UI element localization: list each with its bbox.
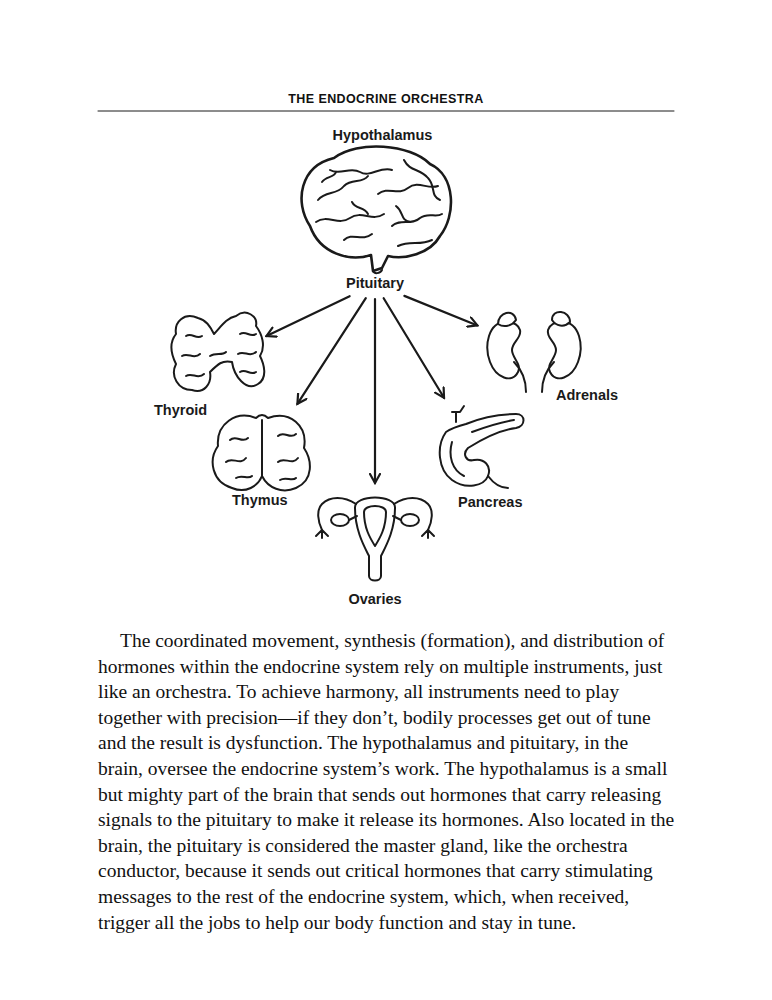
arrow-connector — [374, 299, 376, 483]
organ-label: Thymus — [232, 492, 288, 508]
page-title: THE ENDOCRINE ORCHESTRA — [98, 92, 674, 106]
pancreas-illustration — [440, 406, 524, 488]
organ-label: Ovaries — [348, 591, 401, 607]
adrenals-illustration — [487, 312, 580, 392]
organ-node: Thyroid — [150, 308, 262, 422]
organ-node: Thymus — [208, 408, 314, 512]
arrow-connector — [384, 298, 444, 397]
ovaries-illustration — [316, 498, 434, 581]
pituitary-stalk — [373, 270, 382, 273]
organ-node: Hypothalamus — [290, 124, 475, 273]
arrow-connector — [297, 298, 365, 404]
body-paragraph: The coordinated movement, synthesis (for… — [98, 628, 676, 935]
title-rule — [98, 111, 674, 112]
organ-label: Pituitary — [346, 275, 404, 291]
organ-node: Pancreas — [432, 402, 528, 512]
organ-node: Pituitary — [335, 274, 415, 294]
organ-label: Thyroid — [154, 402, 207, 418]
organ-node: Ovaries — [310, 488, 440, 612]
thyroid-illustration — [171, 313, 264, 391]
arrow-connector — [267, 296, 350, 336]
organ-node: Adrenals — [482, 306, 624, 406]
thymus-illustration — [213, 415, 310, 490]
organ-label: Pancreas — [458, 494, 523, 510]
organ-label: Hypothalamus — [333, 127, 433, 143]
brain-illustration — [302, 147, 451, 271]
organ-label: Adrenals — [556, 387, 618, 403]
arrow-connector — [404, 296, 477, 326]
